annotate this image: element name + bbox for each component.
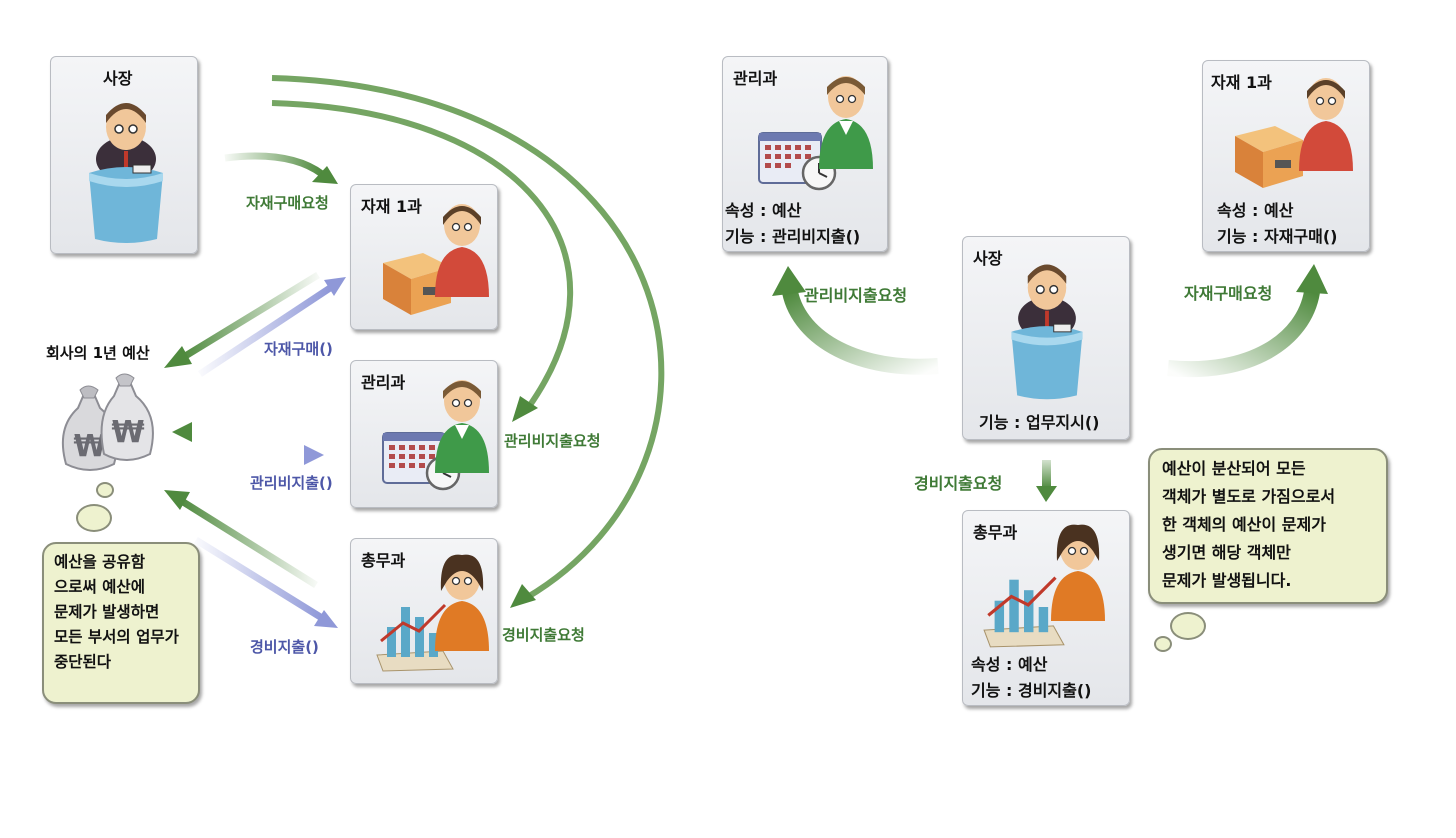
right-dept1-title: 자재 1과 — [1211, 73, 1272, 92]
male-person-green-icon — [819, 76, 873, 169]
arrow-general-to-budget — [178, 497, 318, 588]
budget-label: 회사의 1년 예산 — [46, 344, 150, 362]
right-thought-bubble: 예산이 분산되어 모든 객체가 별도로 가짐으로서 한 객체의 예산이 문제가 … — [1148, 448, 1388, 604]
arrow-ceo-to-admin — [271, 100, 574, 410]
arrowhead-general-to-budget — [164, 490, 190, 510]
right-bubble-dot-small — [1154, 636, 1172, 652]
money-bag-icon: ₩ ₩ — [62, 373, 154, 471]
arrowhead-ceo-to-general — [510, 584, 536, 608]
female-person-orange-icon — [435, 554, 489, 651]
right-bubble-line: 문제가 발생됩니다. — [1162, 571, 1292, 590]
left-admin-title: 관리과 — [361, 373, 406, 392]
left-bubble-dot-small — [96, 482, 114, 498]
calendar-clock-icon — [382, 432, 461, 491]
right-general-card: 총무과 속성 : 예산 기능 : 경비지출() — [962, 510, 1130, 706]
right-admin-attr: 속성 : 예산 — [725, 201, 802, 220]
left-dept1-card: 자재 1과 — [350, 184, 498, 330]
left-label-expense-method: 경비지출() — [250, 638, 319, 656]
right-bubble-line: 예산이 분산되어 모든 — [1162, 459, 1306, 478]
bar-chart-icon — [376, 603, 454, 672]
arrow-right-ceo-to-admin — [782, 289, 939, 375]
left-ceo-card: 사장 — [50, 56, 198, 254]
female-person-icon — [435, 204, 489, 297]
arrow-right-ceo-to-dept1 — [1167, 290, 1320, 378]
right-bubble-line: 한 객체의 예산이 문제가 — [1162, 515, 1326, 534]
left-label-admin-method: 관리비지출() — [250, 474, 333, 492]
right-general-title: 총무과 — [973, 523, 1018, 542]
right-label-admin-request: 관리비지출요청 — [804, 286, 908, 305]
left-thought-bubble: 예산을 공유함 으로써 예산에 문제가 발생하면 모든 부서의 업무가 중단된다 — [42, 542, 200, 704]
right-admin-func: 기능 : 관리비지출() — [725, 227, 861, 246]
arrow-ceo-to-general — [271, 75, 665, 601]
right-bubble-line: 객체가 별도로 가짐으로서 — [1162, 487, 1336, 506]
left-bubble-dot-large — [76, 504, 112, 532]
right-admin-card: 관리과 속성 : 예산 기능 : 관리비지출() — [722, 56, 888, 252]
right-general-attr: 속성 : 예산 — [971, 655, 1048, 674]
female-person-icon — [1299, 78, 1353, 171]
arrow-budget-to-dept1 — [198, 285, 332, 377]
right-general-func: 기능 : 경비지출() — [971, 681, 1092, 700]
left-ceo-title: 사장 — [103, 69, 133, 88]
right-dept1-attr: 속성 : 예산 — [1217, 201, 1294, 220]
left-dept1-title: 자재 1과 — [361, 197, 422, 216]
arrowhead-budget-to-general — [314, 610, 338, 628]
right-label-purchase-request: 자재구매요청 — [1184, 284, 1273, 303]
left-general-title: 총무과 — [361, 551, 406, 570]
box-icon — [1235, 126, 1303, 188]
right-bubble-dot-large — [1170, 612, 1206, 640]
left-label-purchase-request: 자재구매요청 — [246, 194, 329, 212]
arrow-right-ceo-to-general — [1042, 460, 1051, 488]
svg-text:₩: ₩ — [111, 415, 144, 450]
arrow-dept1-to-budget — [180, 272, 320, 361]
arrowhead-admin-to-budget — [172, 422, 192, 442]
arrow-ceo-to-dept1 — [224, 152, 325, 177]
right-ceo-title: 사장 — [973, 249, 1003, 268]
left-admin-card: 관리과 — [350, 360, 498, 508]
arrowhead-right-ceo-to-admin — [772, 266, 806, 296]
left-label-admin-request: 관리비지출요청 — [504, 432, 601, 450]
arrow-budget-to-general — [194, 537, 324, 621]
arrowhead-ceo-to-dept1 — [312, 166, 338, 184]
right-bubble-line: 생기면 해당 객체만 — [1162, 543, 1291, 562]
right-dept1-func: 기능 : 자재구매() — [1217, 227, 1338, 246]
female-person-orange-icon — [1051, 524, 1105, 621]
arrowhead-right-ceo-to-general — [1036, 486, 1057, 502]
left-label-expense-request: 경비지출요청 — [502, 626, 585, 644]
ceo-person-icon — [89, 103, 163, 243]
right-admin-title: 관리과 — [733, 69, 778, 88]
arrowhead-budget-to-dept1 — [324, 277, 346, 296]
left-bubble-line: 모든 부서의 업무가 — [54, 628, 179, 646]
arrowhead-budget-to-admin — [304, 445, 324, 465]
left-general-card: 총무과 — [350, 538, 498, 684]
arrowhead-ceo-to-admin — [512, 396, 538, 422]
left-bubble-line: 으로써 예산에 — [54, 578, 145, 596]
right-ceo-func: 기능 : 업무지시() — [979, 413, 1100, 432]
left-bubble-line: 예산을 공유함 — [54, 553, 145, 571]
left-label-purchase-method: 자재구매() — [264, 340, 333, 358]
right-dept1-card: 자재 1과 속성 : 예산 기능 : 자재구매() — [1202, 60, 1370, 252]
male-person-green-icon — [435, 380, 489, 473]
arrowhead-dept1-to-budget — [164, 346, 192, 368]
ceo-person-icon — [1011, 264, 1083, 400]
arrowhead-right-ceo-to-dept1 — [1296, 264, 1328, 294]
right-ceo-card: 사장 기능 : 업무지시() — [962, 236, 1130, 440]
bar-chart-icon — [983, 576, 1065, 648]
left-bubble-line: 문제가 발생하면 — [54, 603, 160, 621]
right-label-expense-request: 경비지출요청 — [914, 474, 1003, 493]
left-bubble-line: 중단된다 — [54, 653, 112, 671]
